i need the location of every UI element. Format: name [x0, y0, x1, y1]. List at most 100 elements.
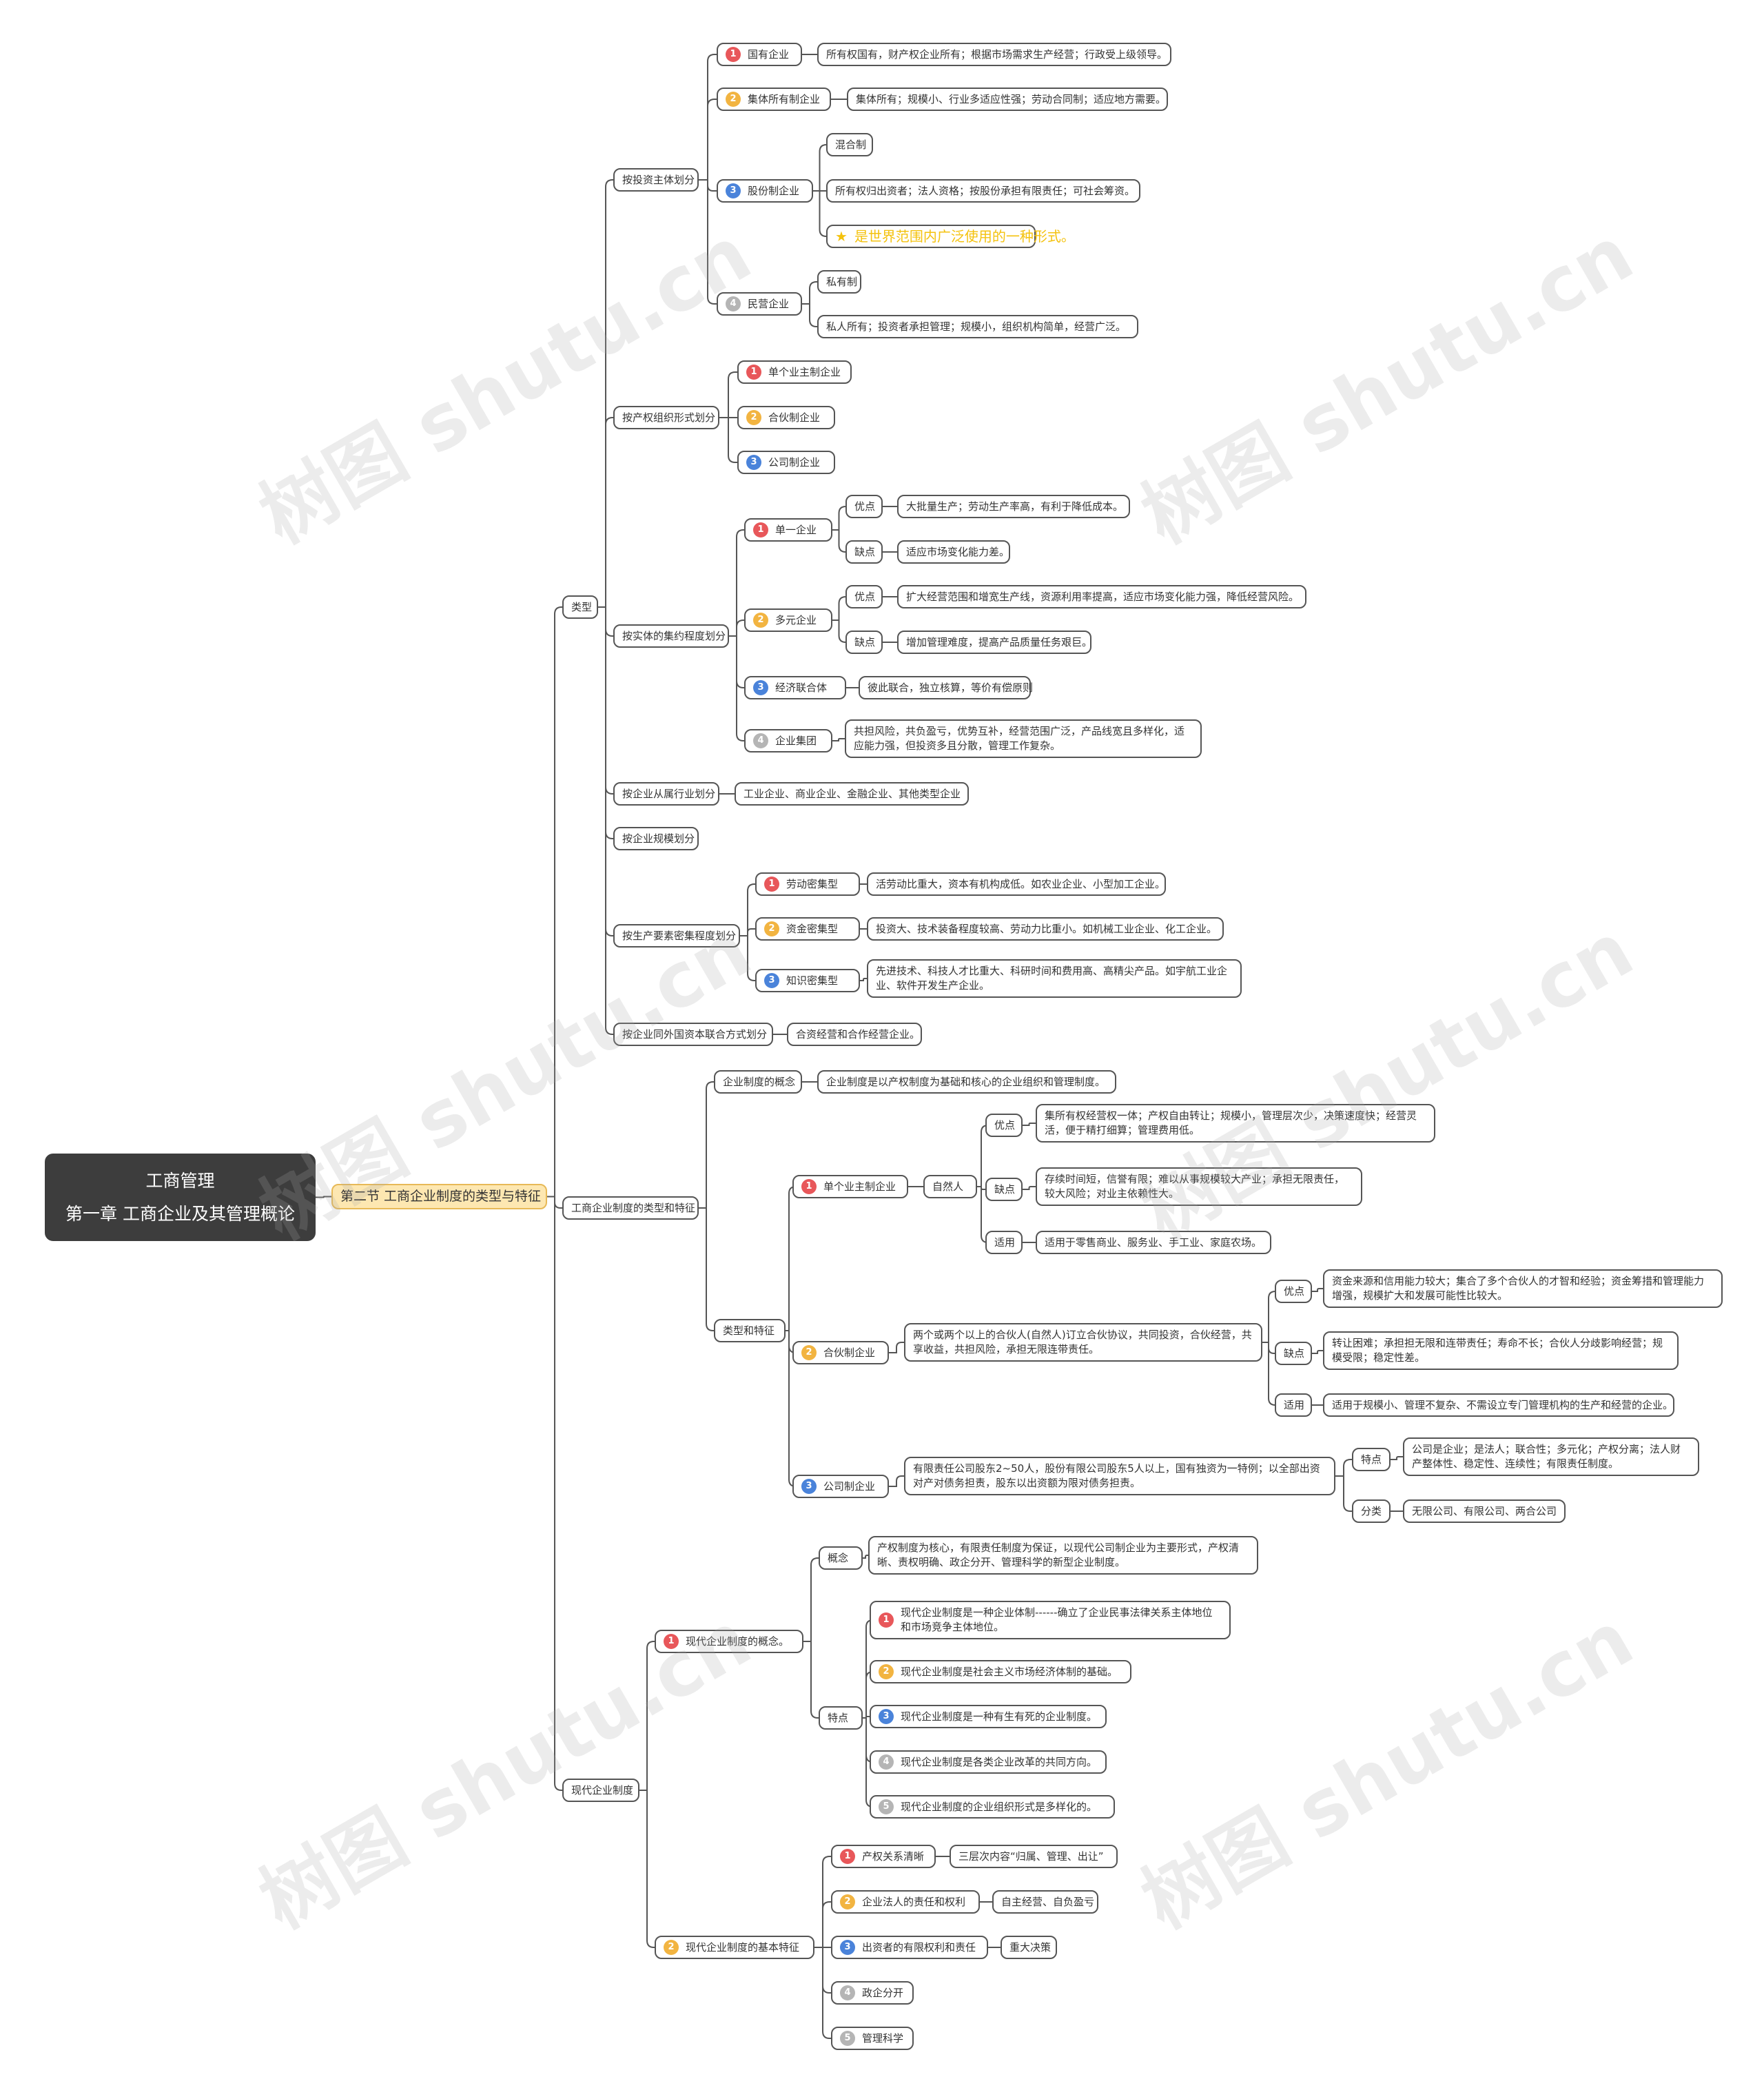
node-t3a-yd[interactable]: 大批量生产；劳动生产率高，有利于降低成本。	[897, 495, 1130, 518]
node-label: 投资大、技术装备程度较高、劳动力比重小。如机械工业企业、化工企业。	[876, 922, 1218, 935]
connector-line	[729, 619, 744, 637]
node-s2c-f[interactable]: 分类	[1352, 1499, 1391, 1523]
connector-line	[1262, 1291, 1276, 1343]
node-t3a-y[interactable]: 优点	[845, 495, 883, 518]
connector-line	[598, 179, 613, 608]
connector-line	[316, 1196, 331, 1198]
node-m2b-d[interactable]: 自主经营、自负盈亏	[992, 1890, 1098, 1914]
section-node[interactable]: 第二节 工商企业制度的类型与特征	[331, 1184, 547, 1209]
node-t3b-q[interactable]: 缺点	[845, 631, 883, 654]
node-t1a-d[interactable]: 所有权国有，财产权企业所有；根据市场需求生产经营；行政受上级领导。	[817, 43, 1171, 66]
node-s2b-y[interactable]: 优点	[1275, 1280, 1312, 1303]
node-s1[interactable]: 企业制度的概念	[714, 1070, 802, 1094]
node-t6b-d[interactable]: 投资大、技术装备程度较高、劳动力比重小。如机械工业企业、化工企业。	[867, 917, 1224, 941]
node-m2a-d[interactable]: 三层次内容“归属、管理、出让”	[950, 1845, 1118, 1868]
node-s2a-qd[interactable]: 存续时间短，信誉有限；难以从事规模较大产业；承担无限责任，较大风险；对业主依赖性…	[1036, 1167, 1362, 1206]
node-s2c-d[interactable]: 有限责任公司股东2~50人，股份有限公司股东5人以上，国有独资为一特例；以全部出…	[904, 1457, 1335, 1495]
node-label: 分类	[1361, 1504, 1382, 1517]
node-s2b-s[interactable]: 适用	[1275, 1393, 1312, 1417]
node-s2b-sd[interactable]: 适用于规模小、管理不复杂、不需设立专门管理机构的生产和经营的企业。	[1323, 1393, 1674, 1417]
node-t5[interactable]: 按企业规模划分	[613, 827, 699, 850]
node-s2a-q[interactable]: 缺点	[985, 1178, 1023, 1201]
node-t6c-d[interactable]: 先进技术、科技人才比重大、科研时间和费用高、高精尖产品。如宇航工业企业、软件开发…	[867, 959, 1242, 998]
node-t1c-1[interactable]: 混合制	[826, 133, 873, 156]
node-m1a[interactable]: 概念	[819, 1546, 863, 1570]
node-s2a-yd[interactable]: 集所有权经营权一体；产权自由转让；规模小，管理层次少，决策速度快；经营灵活，便于…	[1036, 1104, 1435, 1143]
node-label: 企业集团	[775, 734, 817, 747]
node-s2a-y[interactable]: 优点	[985, 1114, 1023, 1137]
node-m1a-d[interactable]: 产权制度为核心，有限责任制度为保证，以现代公司制企业为主要形式，产权清晰、责权明…	[868, 1536, 1258, 1575]
node-t2[interactable]: 按产权组织形式划分	[613, 406, 719, 429]
node-t7-d[interactable]: 合资经营和合作经营企业。	[787, 1023, 922, 1046]
node-t7[interactable]: 按企业同外国资本联合方式划分	[613, 1023, 773, 1046]
node-t3b-yd[interactable]: 扩大经营范围和增宽生产线，资源利用率提高，适应市场变化能力强，降低经营风险。	[897, 585, 1306, 608]
node-s2a-s[interactable]: 适用	[985, 1231, 1023, 1254]
root-node[interactable]: 工商管理第一章 工商企业及其管理概论	[45, 1154, 316, 1241]
node-t4-d[interactable]: 工业企业、商业企业、金融企业、其他类型企业	[735, 782, 969, 806]
node-t1d-1[interactable]: 私有制	[817, 270, 861, 294]
node-t1c-2[interactable]: 所有权归出资者；法人资格；按股份承担有限责任；可社会筹资。	[826, 179, 1140, 203]
number-2-badge-icon: 2	[879, 1664, 894, 1679]
node-m2c-d[interactable]: 重大决策	[1001, 1936, 1057, 1959]
node-s2b-d[interactable]: 两个或两个以上的合伙人(自然人)订立合伙协议，共同投资，合伙经营，共享收益，共担…	[904, 1323, 1262, 1362]
node-s2b-qd[interactable]: 转让困难；承担担无限和连带责任；寿命不长；合伙人分歧影响经营；规模受限；稳定性差…	[1323, 1331, 1679, 1370]
number-2-badge-icon: 2	[764, 921, 779, 936]
node-s2c-td[interactable]: 公司是企业；是法人；联合性；多元化；产权分离；法人财产整体性、稳定性、连续性；有…	[1403, 1437, 1699, 1476]
node-s2a-sd[interactable]: 适用于零售商业、服务业、手工业、家庭农场。	[1036, 1231, 1271, 1254]
node-m1b[interactable]: 特点	[819, 1706, 863, 1730]
node-s2b-q[interactable]: 缺点	[1275, 1342, 1312, 1365]
node-s1-d[interactable]: 企业制度是以产权制度为基础和核心的企业组织和管理制度。	[817, 1070, 1116, 1094]
node-s2c-fd[interactable]: 无限公司、有限公司、两合公司	[1403, 1499, 1566, 1523]
node-t3c-d[interactable]: 彼此联合，独立核算，等价有偿原则	[859, 676, 1033, 699]
node-s2[interactable]: 类型和特征	[714, 1319, 786, 1342]
node-t1[interactable]: 按投资主体划分	[613, 168, 699, 192]
node-t3b-y[interactable]: 优点	[845, 585, 883, 608]
node-t[interactable]: 类型	[562, 595, 598, 619]
node-t3b-qd[interactable]: 增加管理难度，提高产品质量任务艰巨。	[897, 631, 1092, 654]
node-t3d-d[interactable]: 共担风险，共负盈亏，优势互补，经营范围广泛，产品线宽且多样化，适应能力强，但投资…	[845, 719, 1202, 758]
node-t4[interactable]: 按企业从属行业划分	[613, 782, 719, 806]
node-t1d-2[interactable]: 私人所有；投资者承担管理；规模小，组织机构简单，经营广泛。	[817, 315, 1138, 338]
node-t1b-d[interactable]: 集体所有；规模小、行业多适应性强；劳动合同制；适应地方需要。	[847, 88, 1168, 111]
node-s2a-n[interactable]: 自然人	[923, 1175, 977, 1198]
node-t6a-d[interactable]: 活劳动比重大，资本有机构成低。如农业企业、小型加工企业。	[867, 872, 1166, 896]
node-s2c-t[interactable]: 特点	[1352, 1448, 1391, 1471]
node-s[interactable]: 工商企业制度的类型和特征	[562, 1196, 699, 1220]
node-t1c-3[interactable]: ★是世界范围内广泛使用的一种形式。	[826, 225, 1075, 248]
node-m[interactable]: 现代企业制度	[562, 1779, 639, 1802]
node-t3a-q[interactable]: 缺点	[845, 540, 883, 564]
node-t3a-qd[interactable]: 适应市场变化能力差。	[897, 540, 1010, 564]
node-t6[interactable]: 按生产要素密集程度划分	[613, 924, 740, 948]
node-s2b-yd[interactable]: 资金来源和信用能力较大；集合了多个合伙人的才智和经验；资金筹措和管理能力增强，规…	[1323, 1269, 1723, 1308]
node-t3[interactable]: 按实体的集约程度划分	[613, 624, 729, 648]
